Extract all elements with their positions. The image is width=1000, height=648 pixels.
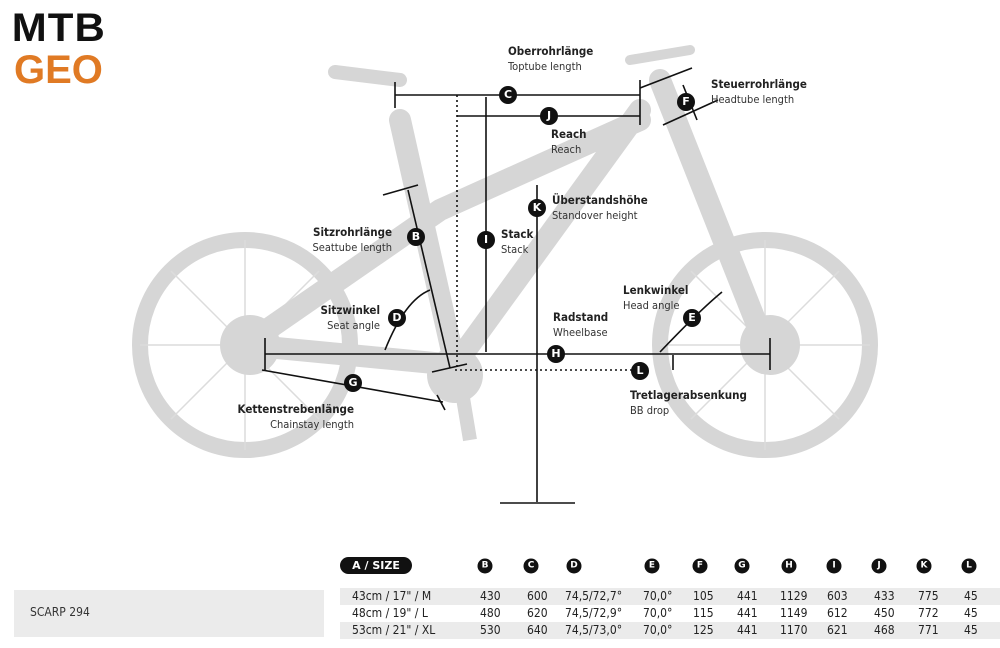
- table-cell: 53cm / 21" / XL: [352, 623, 436, 637]
- bike-silhouette: [132, 45, 878, 458]
- model-name: SCARP 294: [14, 590, 324, 637]
- table-cell: 621: [827, 623, 848, 637]
- table-row: 48cm / 19" / L 480 620 74,5/72,9° 70,0° 115 44…: [340, 605, 1000, 622]
- table-cell: 620: [527, 606, 548, 620]
- table-cell: 430: [480, 589, 501, 603]
- table-cell: 772: [918, 606, 939, 620]
- column-header-b: B: [477, 558, 493, 574]
- table-cell: 70,0°: [643, 623, 673, 637]
- column-header-i: I: [826, 558, 842, 574]
- table-cell: 105: [693, 589, 714, 603]
- table-cell: 640: [527, 623, 548, 637]
- marker-k: K: [528, 199, 546, 217]
- table-cell: 441: [737, 589, 758, 603]
- table-cell: 600: [527, 589, 548, 603]
- marker-f: F: [677, 93, 695, 111]
- table-cell: 70,0°: [643, 589, 673, 603]
- table-cell: 612: [827, 606, 848, 620]
- table-cell: 74,5/72,9°: [565, 606, 623, 620]
- table-cell: 441: [737, 623, 758, 637]
- table-cell: 45: [964, 589, 978, 603]
- logo-mtb: MTB: [11, 6, 106, 50]
- table-cell: 45: [964, 606, 978, 620]
- table-cell: 48cm / 19" / L: [352, 606, 428, 620]
- column-header-f: F: [692, 558, 708, 574]
- table-cell: 603: [827, 589, 848, 603]
- table-cell: 771: [918, 623, 939, 637]
- column-header-l: L: [961, 558, 977, 574]
- table-cell: 1149: [780, 606, 808, 620]
- table-cell: 115: [693, 606, 714, 620]
- table-cell: 125: [693, 623, 714, 637]
- column-header-j: J: [871, 558, 887, 574]
- table-cell: 45: [964, 623, 978, 637]
- table-cell: 70,0°: [643, 606, 673, 620]
- table-cell: 433: [874, 589, 895, 603]
- marker-b: B: [407, 228, 425, 246]
- table-cell: 450: [874, 606, 895, 620]
- column-header-h: H: [781, 558, 797, 574]
- marker-h: H: [547, 345, 565, 363]
- table-cell: 480: [480, 606, 501, 620]
- table-row: 43cm / 17" / M 430 600 74,5/72,7° 70,0° 105 44…: [340, 588, 1000, 605]
- table-cell: 530: [480, 623, 501, 637]
- table-cell: 468: [874, 623, 895, 637]
- column-header-k: K: [916, 558, 932, 574]
- marker-d: D: [388, 309, 406, 327]
- marker-g: G: [344, 374, 362, 392]
- size-header: A / SIZE: [340, 557, 412, 574]
- marker-e: E: [683, 309, 701, 327]
- marker-j: J: [540, 107, 558, 125]
- table-cell: 441: [737, 606, 758, 620]
- column-header-g: G: [734, 558, 750, 574]
- table-cell: 1129: [780, 589, 808, 603]
- table-row: 53cm / 21" / XL 530 640 74,5/73,0° 70,0° 125 4…: [340, 622, 1000, 639]
- marker-i: I: [477, 231, 495, 249]
- marker-l: L: [631, 362, 649, 380]
- table-cell: 74,5/73,0°: [565, 623, 623, 637]
- table-cell: 43cm / 17" / M: [352, 589, 432, 603]
- column-header-c: C: [523, 558, 539, 574]
- column-header-e: E: [644, 558, 660, 574]
- table-cell: 775: [918, 589, 939, 603]
- logo-geo: GEO: [14, 48, 103, 92]
- table-cell: 1170: [780, 623, 808, 637]
- marker-c: C: [499, 86, 517, 104]
- table-cell: 74,5/72,7°: [565, 589, 623, 603]
- column-header-d: D: [566, 558, 582, 574]
